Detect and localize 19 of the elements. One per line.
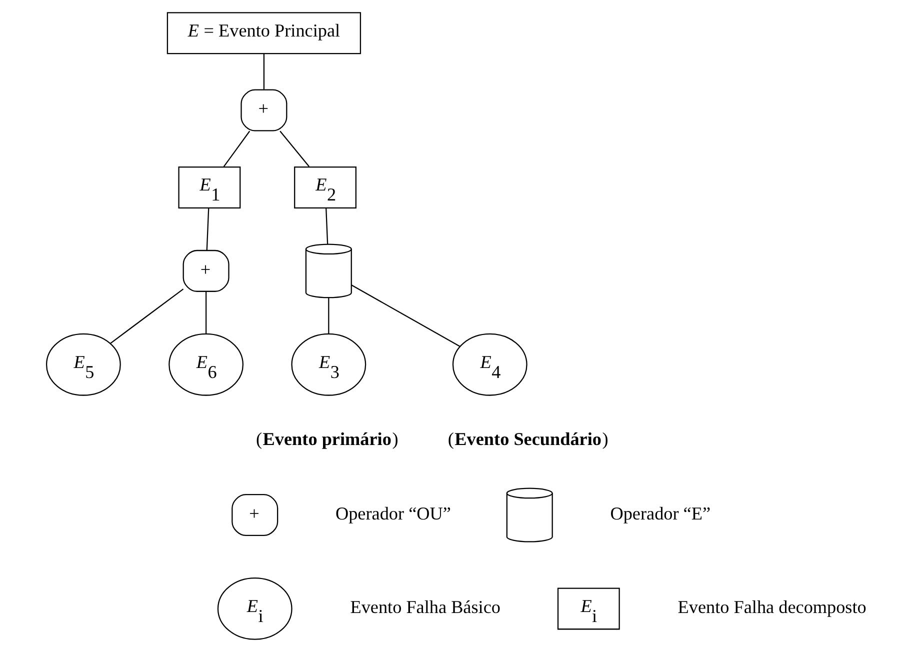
connector [279,130,309,167]
legend-label: Evento Falha Básico [350,597,500,618]
connector [110,288,184,344]
node-label: (Evento Secundário) [447,428,608,449]
node-label: (Evento primário) [256,428,398,449]
connector [206,208,209,250]
legend-label: Operador “E” [610,503,710,524]
connector [325,208,328,244]
connector [262,54,264,90]
connector [204,291,206,334]
node-box: + [240,89,287,132]
legend-label: Operador “OU” [334,503,450,524]
node-box: E = Evento Principal [166,12,361,54]
connector [328,298,329,334]
connector [350,284,460,347]
node-box: + [182,250,229,292]
legend-label: Evento Falha decomposto [677,597,866,618]
node-box: + [231,494,278,536]
connector [222,130,250,167]
